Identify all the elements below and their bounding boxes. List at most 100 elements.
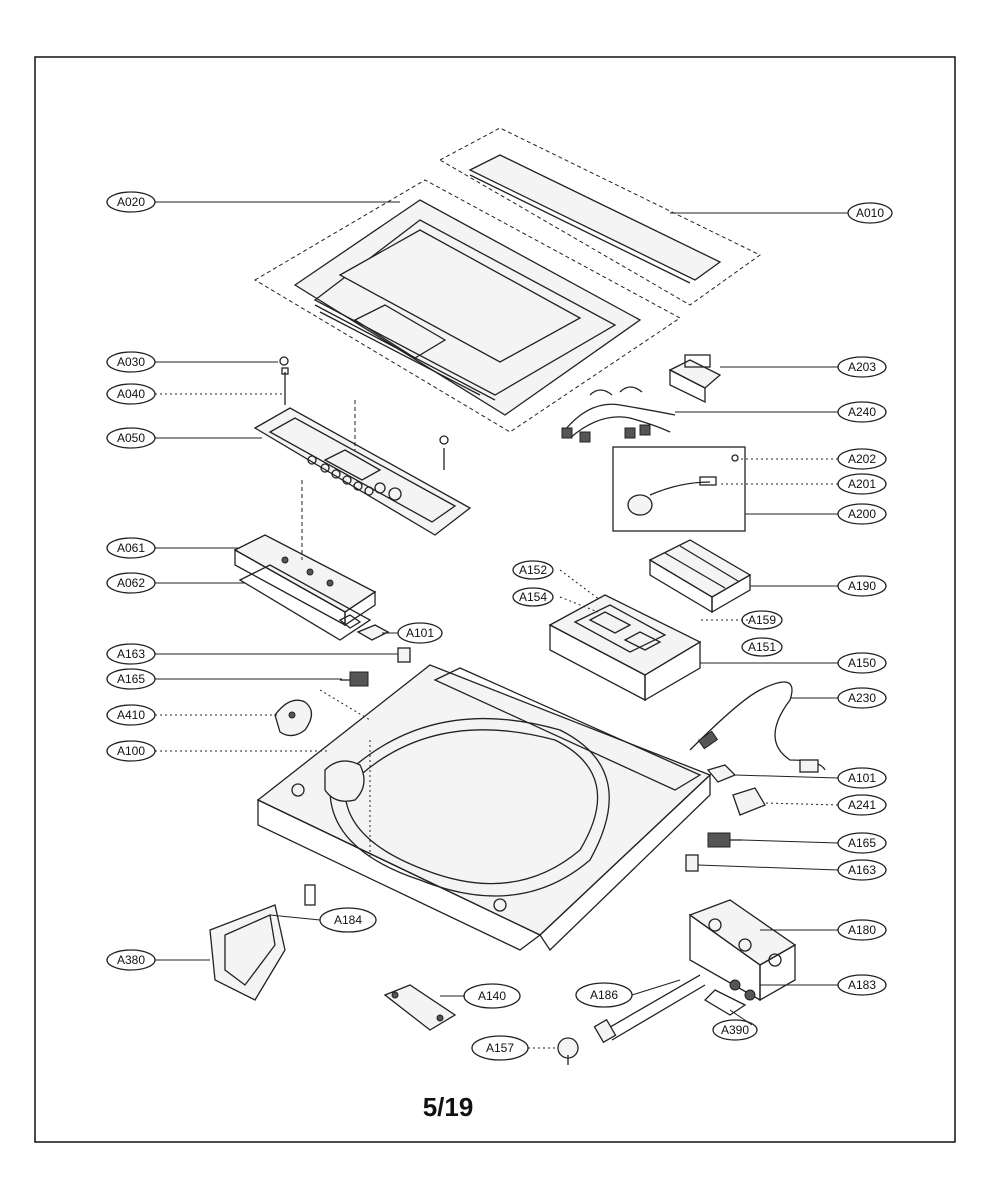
part-a203-motor-unit bbox=[668, 354, 722, 404]
label-a152: A152 bbox=[519, 563, 547, 577]
part-a390-valve-bracket bbox=[703, 989, 747, 1016]
callout-a061: A061 bbox=[106, 537, 156, 559]
label-a163-upper: A163 bbox=[117, 647, 145, 661]
callout-a159: A159 bbox=[741, 610, 783, 630]
callout-a201: A201 bbox=[837, 473, 887, 495]
callout-a165-upper: A165 bbox=[106, 668, 156, 690]
part-a163-holder-lower bbox=[685, 854, 699, 872]
label-a380: A380 bbox=[117, 953, 145, 967]
part-a410-bracket bbox=[274, 699, 313, 737]
label-a101-upper: A101 bbox=[406, 626, 434, 640]
part-a380-cover bbox=[209, 904, 286, 1001]
part-a101-clip-upper bbox=[356, 624, 390, 641]
callout-a186: A186 bbox=[575, 982, 633, 1008]
label-a200: A200 bbox=[848, 507, 876, 521]
callout-a165-lower: A165 bbox=[837, 832, 887, 854]
label-a240: A240 bbox=[848, 405, 876, 419]
part-a030-cap bbox=[279, 356, 289, 366]
callout-a163-lower: A163 bbox=[837, 859, 887, 881]
label-a101-lower: A101 bbox=[848, 771, 876, 785]
part-a165-sensor-upper bbox=[340, 671, 369, 687]
callout-a101-upper: A101 bbox=[397, 622, 443, 644]
part-a183-valve-fitting bbox=[729, 979, 756, 1001]
label-a040: A040 bbox=[117, 387, 145, 401]
label-a241: A241 bbox=[848, 798, 876, 812]
label-a030: A030 bbox=[117, 355, 145, 369]
part-a165-sensor-lower bbox=[707, 832, 742, 848]
part-a040-screw bbox=[281, 367, 289, 405]
callout-a154: A154 bbox=[512, 587, 554, 607]
part-a062-pcb-case bbox=[238, 564, 372, 641]
part-a180-water-valve bbox=[688, 899, 797, 1002]
callout-a380: A380 bbox=[106, 949, 156, 971]
label-a184: A184 bbox=[334, 913, 362, 927]
part-a241-relay bbox=[732, 787, 766, 816]
callout-a390: A390 bbox=[712, 1019, 758, 1041]
label-a203: A203 bbox=[848, 360, 876, 374]
callout-a062: A062 bbox=[106, 572, 156, 594]
part-a100-main-frame bbox=[256, 664, 712, 952]
part-a190-dispenser-housing bbox=[648, 539, 752, 614]
part-a050-control-panel bbox=[253, 400, 472, 536]
label-a020: A020 bbox=[117, 195, 145, 209]
callout-a183: A183 bbox=[837, 974, 887, 996]
callout-a163-upper: A163 bbox=[106, 643, 156, 665]
callout-a184: A184 bbox=[319, 907, 377, 933]
label-a151: A151 bbox=[748, 640, 776, 654]
page-frame bbox=[34, 56, 956, 1143]
callout-a150: A150 bbox=[837, 652, 887, 674]
callout-a190: A190 bbox=[837, 575, 887, 597]
callout-a040: A040 bbox=[106, 383, 156, 405]
label-a390: A390 bbox=[721, 1023, 749, 1037]
part-a061-pcb-board bbox=[233, 480, 377, 627]
callout-a200: A200 bbox=[837, 503, 887, 525]
callout-a157: A157 bbox=[471, 1035, 529, 1061]
part-a184-pin bbox=[304, 884, 316, 906]
callout-a152: A152 bbox=[512, 560, 554, 580]
page-number: 5/19 bbox=[423, 1092, 474, 1122]
callout-a203: A203 bbox=[837, 356, 887, 378]
label-a140: A140 bbox=[478, 989, 506, 1003]
callout-labels: A020 A010 A030 A040 A050 A061 A062 A101 … bbox=[106, 191, 893, 1061]
callout-a101-lower: A101 bbox=[837, 767, 887, 789]
label-a159: A159 bbox=[748, 613, 776, 627]
part-a186-hose bbox=[593, 974, 706, 1044]
label-a010: A010 bbox=[856, 206, 884, 220]
part-a140-hinge bbox=[383, 984, 457, 1031]
callout-a050: A050 bbox=[106, 427, 156, 449]
part-a202-screw bbox=[731, 454, 739, 462]
callout-a202: A202 bbox=[837, 448, 887, 470]
callout-a140: A140 bbox=[463, 983, 521, 1009]
callout-a180: A180 bbox=[837, 919, 887, 941]
label-a230: A230 bbox=[848, 691, 876, 705]
label-a157: A157 bbox=[486, 1041, 514, 1055]
label-a150: A150 bbox=[848, 656, 876, 670]
part-a240-wire-harness bbox=[561, 386, 676, 443]
label-a202: A202 bbox=[848, 452, 876, 466]
label-a186: A186 bbox=[590, 988, 618, 1002]
part-a020-top-plate bbox=[254, 179, 681, 433]
leader-lines bbox=[155, 201, 848, 1049]
part-a200-pressure-switch-box bbox=[612, 446, 746, 532]
label-a180: A180 bbox=[848, 923, 876, 937]
callout-a020: A020 bbox=[106, 191, 156, 213]
part-a150-dispenser-box bbox=[548, 594, 702, 702]
label-a061: A061 bbox=[117, 541, 145, 555]
label-a410: A410 bbox=[117, 708, 145, 722]
label-a165-upper: A165 bbox=[117, 672, 145, 686]
label-a163-lower: A163 bbox=[848, 863, 876, 877]
label-a201: A201 bbox=[848, 477, 876, 491]
label-a062: A062 bbox=[117, 576, 145, 590]
callout-a030: A030 bbox=[106, 351, 156, 373]
label-a050: A050 bbox=[117, 431, 145, 445]
part-a230-power-cord bbox=[689, 681, 826, 773]
label-a183: A183 bbox=[848, 978, 876, 992]
callout-a100: A100 bbox=[106, 740, 156, 762]
part-a101-clip-lower bbox=[706, 764, 737, 783]
callout-a241: A241 bbox=[837, 794, 887, 816]
callout-a410: A410 bbox=[106, 704, 156, 726]
callout-a151: A151 bbox=[741, 637, 783, 657]
part-a010-rear-cover bbox=[438, 127, 761, 306]
part-a157-knob bbox=[557, 1037, 579, 1065]
